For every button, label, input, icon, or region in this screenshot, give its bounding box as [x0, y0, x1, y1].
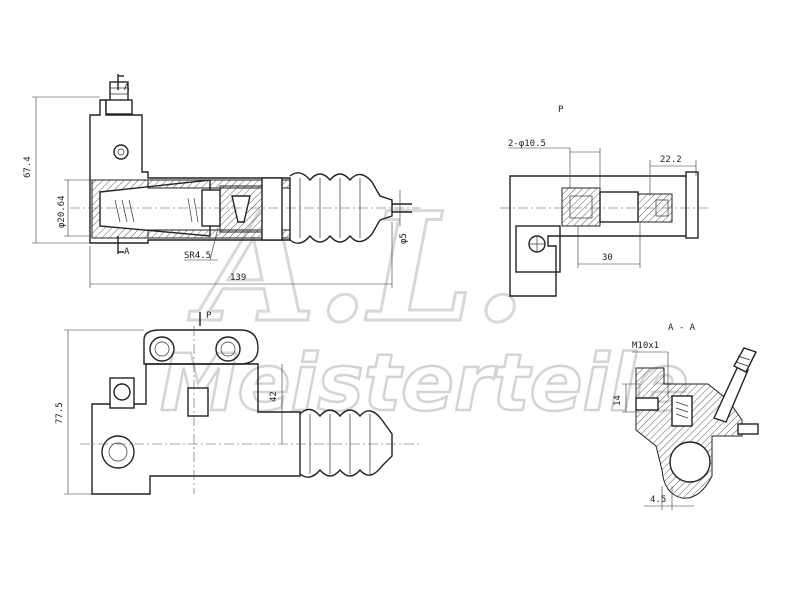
- section-title: A - A: [668, 323, 696, 333]
- dim-rod: φ5: [399, 233, 409, 244]
- dim-height-top: 77.5: [55, 402, 65, 424]
- section-mark-top: A: [124, 83, 130, 93]
- dim-holes: 2-φ10.5: [508, 139, 546, 149]
- dim-height-side: 67.4: [23, 156, 33, 178]
- dim-height-section: 14: [613, 395, 623, 406]
- dim-width-section: 4.5: [650, 495, 666, 505]
- watermark-brand: Meisterteile: [160, 339, 689, 429]
- watermark: A.L. Meisterteile: [159, 179, 690, 431]
- section-a-a-view: A - A M10x1 14 4.5: [613, 323, 759, 510]
- port-view: P 2-φ10.5 22.2 30: [500, 105, 710, 297]
- dim-center: 42: [269, 391, 279, 402]
- view-label-p-right: P: [558, 105, 564, 115]
- section-mark-bottom: A: [124, 247, 130, 257]
- dim-offset: 30: [602, 253, 613, 263]
- side-section-view: A A 67.4 φ20.64 SR4.5 φ5 139: [23, 74, 420, 288]
- dim-length: 139: [230, 273, 246, 283]
- dim-radius: SR4.5: [184, 251, 211, 261]
- dim-bore: φ20.64: [57, 195, 67, 228]
- dim-thread: M10x1: [632, 341, 659, 351]
- dim-depth: 22.2: [660, 155, 682, 165]
- top-view: P 77.5 42: [55, 311, 420, 495]
- view-label-p-bottom: P: [206, 311, 212, 321]
